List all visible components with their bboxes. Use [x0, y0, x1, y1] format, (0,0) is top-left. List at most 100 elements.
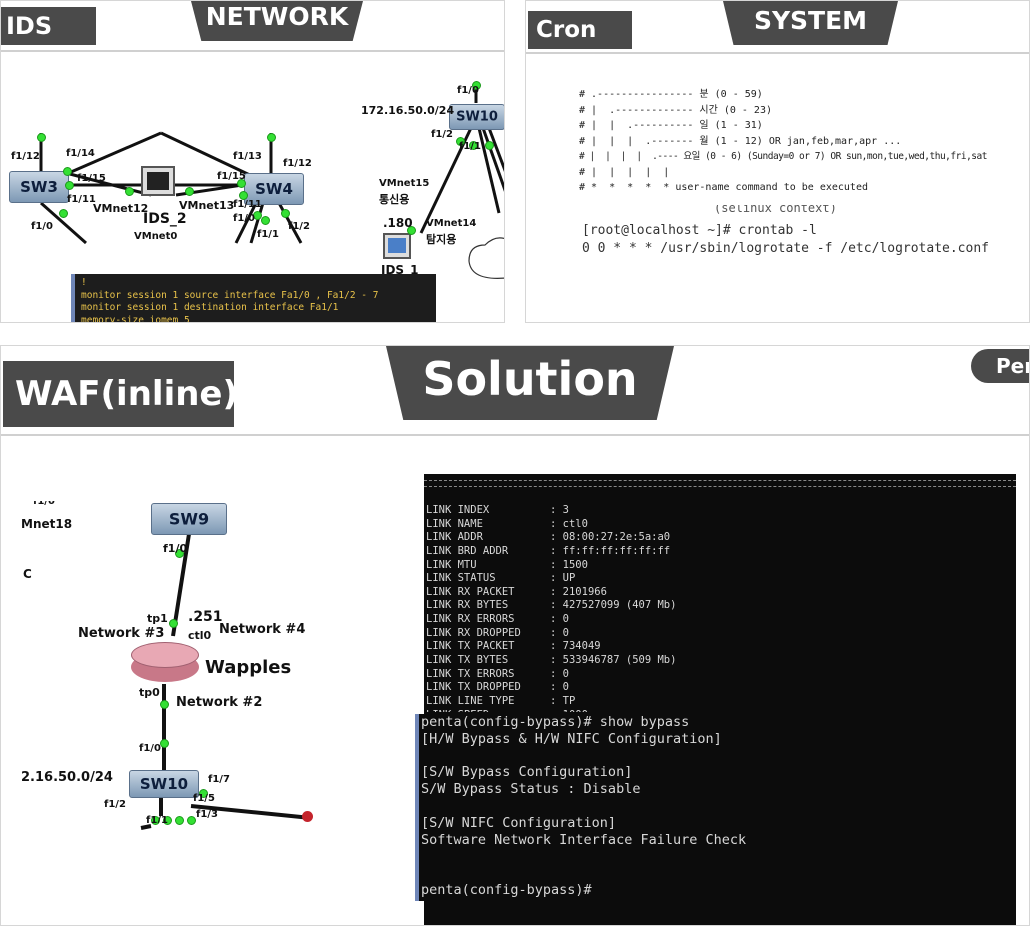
- link-info-row: LINK BRD ADDR: ff:ff:ff:ff:ff:ff: [426, 545, 676, 559]
- logrotate-entry: 0 0 * * * /usr/sbin/logrotate -f /etc/lo…: [582, 241, 989, 256]
- link-info-row: LINK TX ERRORS: 0: [426, 668, 676, 682]
- link-info-key: LINK TX DROPPED: [426, 681, 521, 694]
- wapples-router-icon: [131, 642, 199, 682]
- sw3-switch-icon: SW3: [9, 171, 69, 203]
- label-network2: Network #2: [176, 695, 263, 710]
- label-f1-2: f1/2: [288, 221, 310, 232]
- link-info-colon: :: [550, 709, 563, 712]
- link-info-value: UP: [562, 572, 576, 585]
- link-info-key: LINK TX BYTES: [426, 654, 509, 667]
- label-ctl0: ctl0: [188, 629, 212, 642]
- link-info-value: ctl0: [562, 517, 588, 530]
- label-wapples: Wapples: [205, 657, 292, 678]
- label-f1-12b: f1/12: [283, 158, 312, 169]
- bypass-line: [421, 748, 746, 765]
- sw10-switch-icon: SW10: [449, 104, 504, 130]
- label-sw9-f1: f1/0: [163, 542, 188, 555]
- link-info-key: LINK NAME: [426, 517, 483, 530]
- label-f1-7: f1/7: [208, 774, 230, 785]
- label-vmnet15: VMnet15: [379, 178, 430, 189]
- solution-tag: Solution: [386, 346, 674, 420]
- port-dot: [65, 181, 74, 190]
- link-info-colon: :: [550, 517, 563, 530]
- label-f1-15: f1/15: [77, 173, 106, 184]
- crontab-command: [root@localhost ~]# crontab -l: [582, 223, 817, 238]
- system-tag: SYSTEM: [723, 1, 898, 45]
- label-sw10-f1-0: f1/0: [457, 85, 479, 96]
- label-tp0: tp0: [139, 686, 160, 699]
- label-sw10-f1-2: f1/2: [431, 129, 453, 140]
- link-info-value: 0: [562, 613, 569, 626]
- link-info-value: 3: [562, 504, 569, 516]
- link-info-colon: :: [550, 585, 563, 598]
- bypass-line: [S/W Bypass Configuration]: [421, 764, 633, 781]
- link-info-row: LINK RX PACKET: 2101966: [426, 586, 676, 600]
- ids-term-line: !: [81, 277, 87, 288]
- label-f1-12: f1/12: [11, 151, 40, 162]
- link-info-key: LINK TX ERRORS: [426, 667, 515, 680]
- comment-line: # | | .---------- 일 (1 - 31): [579, 120, 763, 131]
- ids-term-line: monitor session 1 destination interface …: [81, 302, 339, 313]
- waf-tag: WAF(inline): [3, 361, 238, 427]
- port-dot: [160, 739, 169, 748]
- link-info-value: 1500: [562, 558, 588, 571]
- label-vmnet14: VMnet14: [426, 218, 477, 229]
- cron-tag: Cron: [528, 11, 632, 49]
- link-info-row: LINK TX DROPPED: 0: [426, 681, 676, 695]
- label-ip180: .180: [383, 216, 413, 230]
- port-dot: [281, 209, 290, 218]
- link-info-colon: :: [550, 572, 563, 585]
- link-info-colon: :: [550, 531, 563, 544]
- network-tag: NETWORK: [191, 1, 363, 41]
- link-info-colon: :: [550, 640, 563, 653]
- comment-line: # | .------------- 시간 (0 - 23): [579, 104, 772, 116]
- label-f1-0b: f1/0: [233, 213, 255, 224]
- bypass-output: penta(config-bypass)# show bypass[H/W By…: [415, 714, 1016, 901]
- label-f1-0: f1/0: [31, 221, 53, 232]
- bypass-line: [421, 865, 746, 882]
- link-info-row: LINK SPEED: 1000: [426, 709, 676, 712]
- label-subnet: 172.16.50.0/24: [361, 104, 455, 117]
- link-info-key: LINK TX PACKET: [426, 640, 515, 653]
- label-f1-3: f1/3: [196, 809, 218, 820]
- link-info-row: LINK TX BYTES: 533946787 (509 Mb): [426, 654, 676, 668]
- sw9-switch-icon: SW9: [151, 503, 227, 535]
- bypass-line: S/W Bypass Status : Disable: [421, 781, 641, 798]
- terminal-dashed-rule: [424, 480, 1016, 481]
- comment-line: # | | | | |: [579, 166, 670, 178]
- link-info-value: 2101966: [562, 585, 607, 598]
- ids-term-line: memory-size iomem 5: [81, 314, 190, 323]
- port-dot: [261, 216, 270, 225]
- link-info-row: LINK RX ERRORS: 0: [426, 613, 676, 627]
- link-info-row: LINK LINE TYPE: TP: [426, 695, 676, 709]
- bypass-lines: penta(config-bypass)# show bypass[H/W By…: [421, 714, 746, 899]
- waf-solution-panel: WAF(inline) Solution Pen SW9 SW10 f1/0 M…: [0, 345, 1030, 926]
- ids-config-terminal: ! monitor session 1 source interface Fa1…: [71, 274, 436, 323]
- label-f1-11b: f1/11: [233, 199, 262, 210]
- link-info-key: LINK LINE TYPE: [426, 694, 515, 707]
- link-info-row: LINK ADDR: 08:00:27:2e:5a:a0: [426, 531, 676, 545]
- label-f1-0-top: f1/0: [33, 501, 55, 507]
- link-info-colon: :: [550, 558, 563, 571]
- link-info-row: LINK TX PACKET: 734049: [426, 640, 676, 654]
- label-ids1: IDS_1: [381, 263, 419, 277]
- bypass-line: [421, 798, 746, 815]
- label-f1-15b: f1/15: [217, 171, 246, 182]
- port-dot: [175, 549, 184, 558]
- label-vmnet14-ko: 탐지용: [426, 233, 457, 246]
- port-dot: [456, 137, 465, 146]
- ids-divider: [1, 50, 504, 52]
- label-vmnet0: VMnet0: [134, 231, 178, 242]
- link-info-colon: :: [550, 613, 563, 626]
- port-dot: [160, 700, 169, 709]
- bypass-line: penta(config-bypass)# show bypass: [421, 714, 690, 730]
- port-dot: [175, 816, 184, 825]
- link-info-key: LINK RX BYTES: [426, 599, 509, 612]
- link-info-row: LINK RX DROPPED: 0: [426, 627, 676, 641]
- label-f1-1: f1/1: [146, 815, 168, 823]
- link-info-key: LINK MTU: [426, 558, 477, 571]
- label-sw10-f1-0: f1/0: [139, 743, 161, 754]
- port-dot: [151, 816, 160, 825]
- link-info-key: LINK ADDR: [426, 531, 483, 544]
- bypass-line: Software Network Interface Failure Check: [421, 831, 747, 848]
